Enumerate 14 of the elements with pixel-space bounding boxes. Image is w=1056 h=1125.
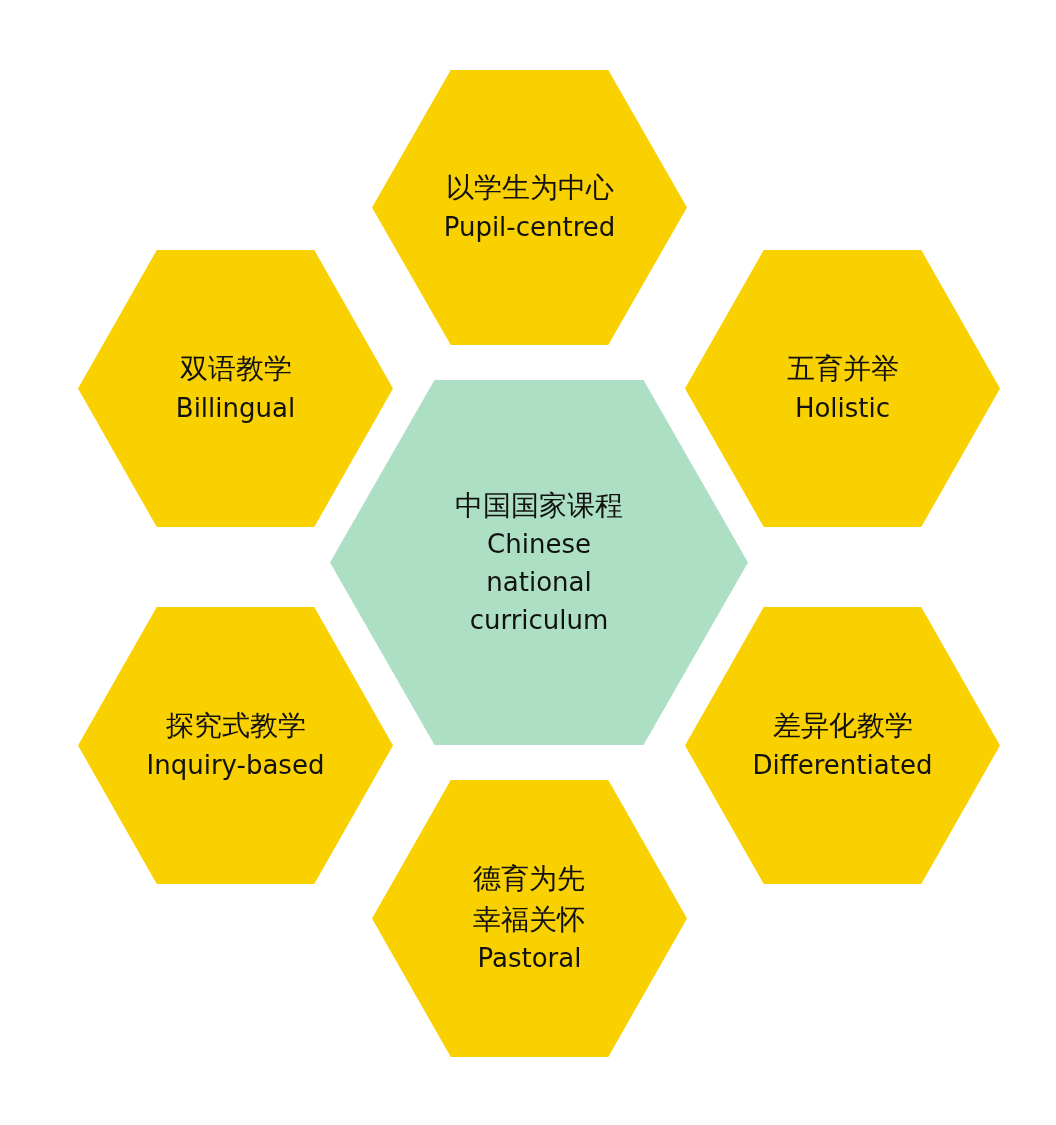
english-label: Billingual (175, 391, 296, 425)
english-label: Pastoral (477, 942, 582, 976)
chinese-label: 五育并举 (786, 351, 899, 388)
english-label: Chinese national curriculum (468, 528, 610, 637)
english-label: Pupil-centred (443, 210, 616, 244)
chinese-label: 差异化教学 (772, 708, 913, 745)
english-label: Differentiated (752, 748, 933, 782)
chinese-label: 德育为先幸福关怀 (472, 861, 587, 938)
chinese-label: 双语教学 (179, 351, 292, 388)
english-label: Inquiry-based (146, 748, 325, 782)
english-label: Holistic (794, 391, 891, 425)
chinese-label: 中国国家课程 (455, 487, 623, 524)
chinese-label: 探究式教学 (165, 708, 306, 745)
chinese-label: 以学生为中心 (445, 170, 614, 207)
